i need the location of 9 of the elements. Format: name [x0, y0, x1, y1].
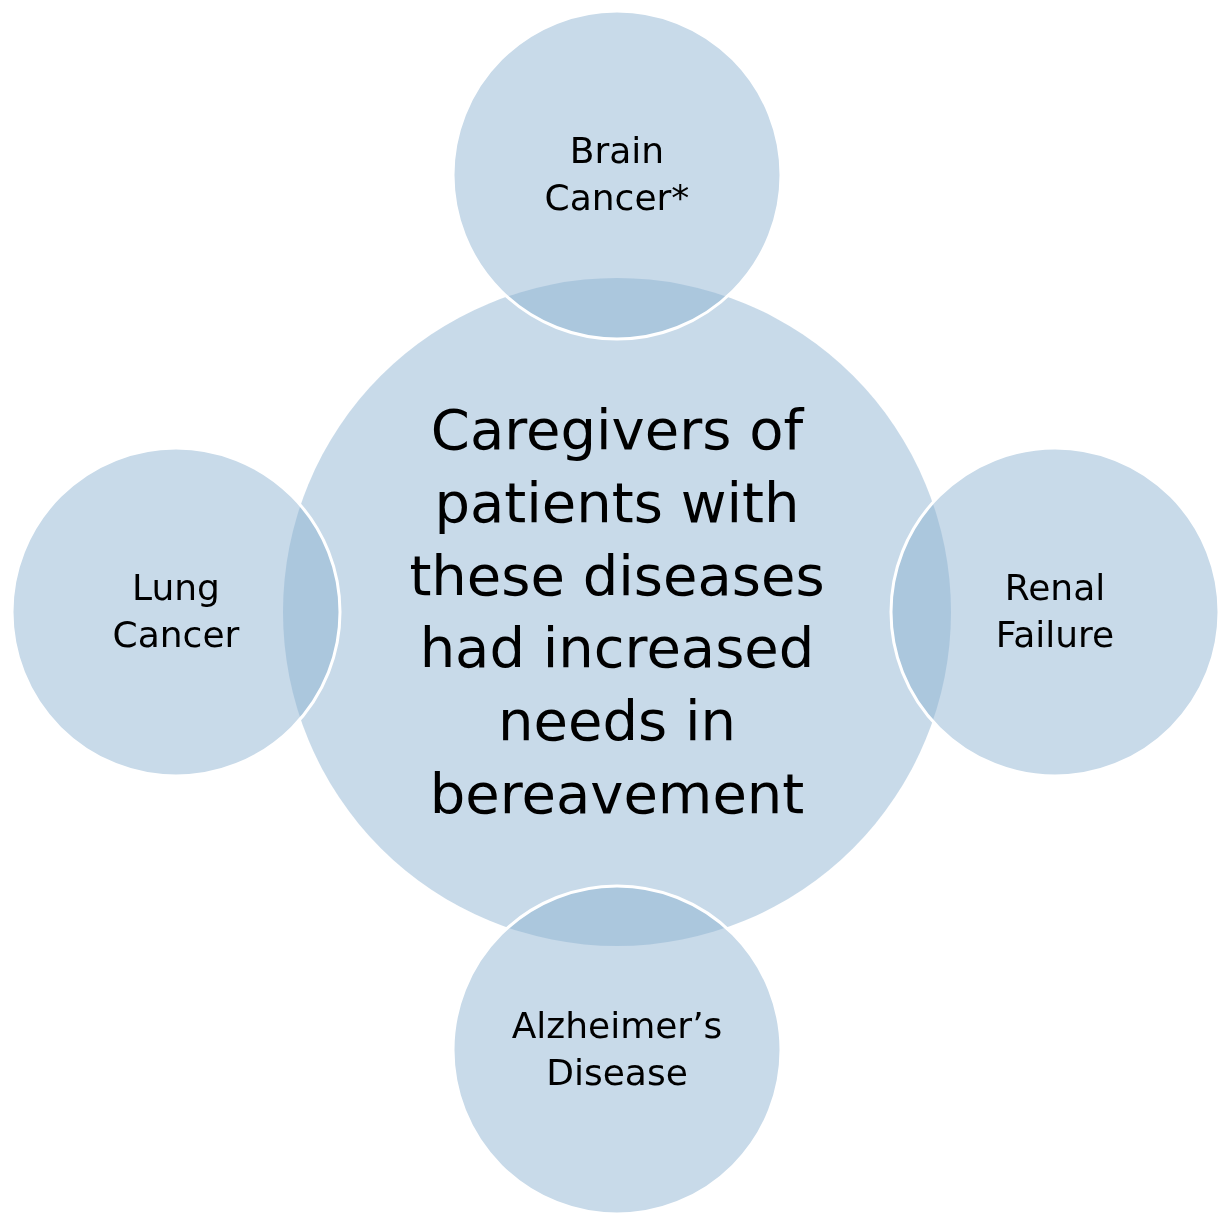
node-label: Brain Cancer*	[543, 129, 691, 220]
center-text: Caregivers of patients with these diseases had increased needs in bereavement	[408, 395, 826, 828]
circle-node	[10, 446, 342, 778]
circle-node	[889, 446, 1221, 778]
node-label: Renal Failure	[994, 566, 1116, 657]
node-label: Lung Cancer	[111, 566, 241, 657]
node-label: Alzheimer’s Disease	[510, 1004, 724, 1095]
circle-node	[451, 9, 783, 341]
circle-node	[451, 884, 783, 1216]
